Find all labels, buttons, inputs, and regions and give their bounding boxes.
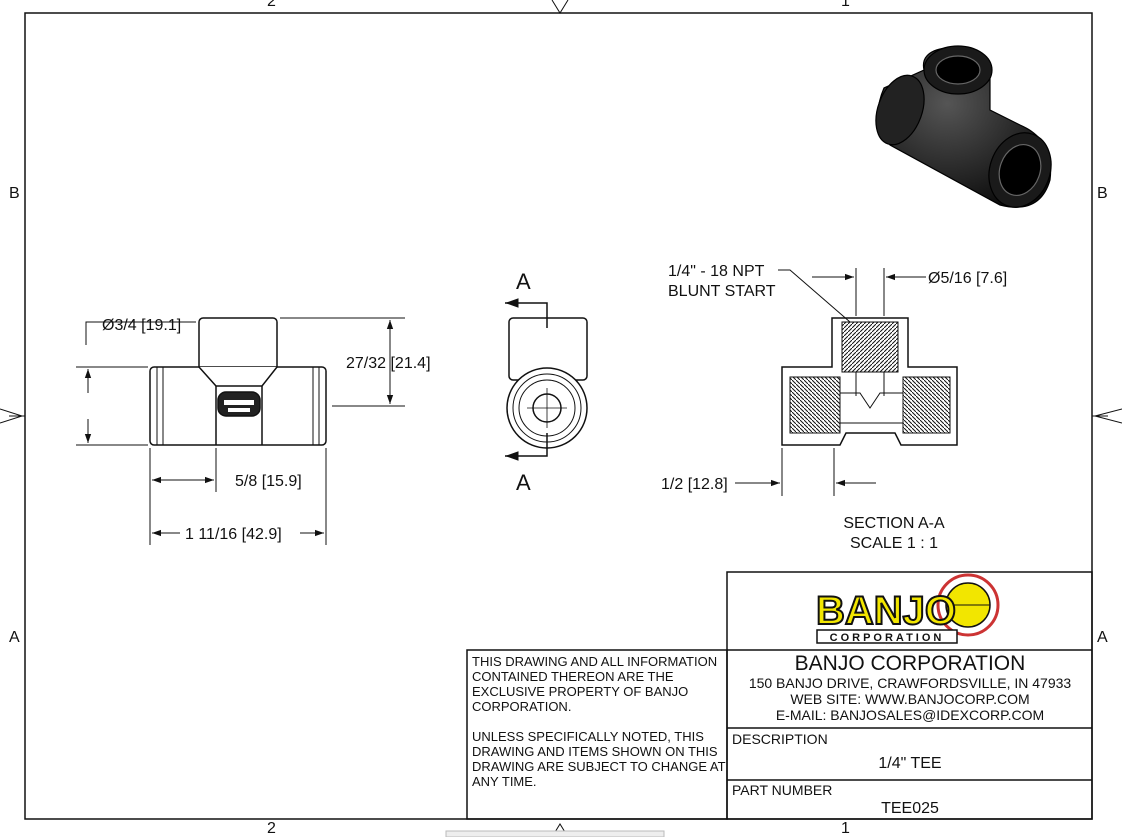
front-view-dimensions xyxy=(76,317,405,545)
dim-thread-depth: 1/2 [12.8] xyxy=(661,476,728,493)
thread-note-line2: BLUNT START xyxy=(668,283,776,300)
section-title: SECTION A-A xyxy=(843,515,945,532)
section-dimensions xyxy=(735,268,926,496)
logo-wordmark: BANJO xyxy=(816,589,956,633)
side-view xyxy=(506,317,588,449)
dim-bore-diameter: Ø5/16 [7.6] xyxy=(928,270,1007,287)
section-marker-top: A xyxy=(516,269,531,294)
zone-label-right-b: B xyxy=(1097,185,1108,202)
front-view xyxy=(149,317,327,446)
description-label: DESCRIPTION xyxy=(732,731,828,747)
dim-height: 27/32 [21.4] xyxy=(346,355,431,372)
notice-change: UNLESS SPECIFICALLY NOTED, THIS DRAWING … xyxy=(472,729,726,789)
company-website: WEB SITE: WWW.BANJOCORP.COM xyxy=(790,691,1029,707)
section-scale: SCALE 1 : 1 xyxy=(850,535,938,552)
part-number-value: TEE025 xyxy=(881,800,939,817)
zone-label-top-1: 1 xyxy=(841,0,850,10)
section-view xyxy=(781,317,958,446)
zone-label-bottom-2: 2 xyxy=(267,820,276,837)
title-block xyxy=(466,571,1093,820)
dim-overall-length: 1 11/16 [42.9] xyxy=(185,526,282,543)
zone-label-left-b: B xyxy=(9,185,20,202)
company-address: 150 BANJO DRIVE, CRAWFORDSVILLE, IN 4793… xyxy=(749,675,1072,691)
logo-subtitle: CORPORATION xyxy=(830,632,945,644)
dim-center-offset: 5/8 [15.9] xyxy=(235,473,302,490)
zone-label-bottom-1: 1 xyxy=(841,820,850,837)
notice-property: THIS DRAWING AND ALL INFORMATION CONTAIN… xyxy=(472,654,718,714)
zone-label-top-2: 2 xyxy=(267,0,276,10)
section-marker-bottom: A xyxy=(516,470,531,495)
part-number-label: PART NUMBER xyxy=(732,782,832,798)
company-name: BANJO CORPORATION xyxy=(795,652,1026,675)
banjo-logo: BANJO CORPORATION xyxy=(815,573,1000,644)
scrollbar-stub xyxy=(445,830,665,837)
zone-label-right-a: A xyxy=(1097,629,1108,646)
thread-note-line1: 1/4" - 18 NPT xyxy=(668,263,765,280)
description-value: 1/4" TEE xyxy=(878,755,941,772)
isometric-view xyxy=(875,45,1052,208)
company-email: E-MAIL: BANJOSALES@IDEXCORP.COM xyxy=(776,707,1044,723)
zone-label-left-a: A xyxy=(9,629,20,646)
ownership-notice: THIS DRAWING AND ALL INFORMATION CONTAIN… xyxy=(472,654,728,804)
section-cut-line xyxy=(505,298,548,461)
dim-outer-diameter: Ø3/4 [19.1] xyxy=(102,317,181,334)
